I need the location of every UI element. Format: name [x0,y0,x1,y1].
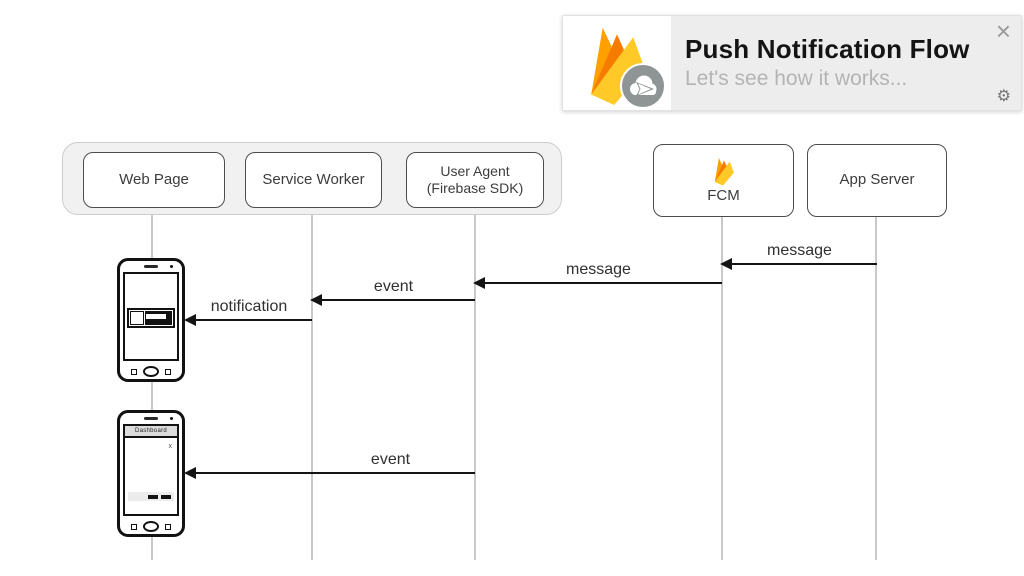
participant-label: Web Page [119,170,189,188]
lifeline-app-server [875,215,877,560]
arrowhead-left-icon [310,294,322,306]
arrowhead-left-icon [184,314,196,326]
notification-text-placeholder [145,311,172,325]
page-title: Push Notification Flow [685,34,970,65]
firebase-flame-icon [591,27,645,106]
participant-app-server: App Server [807,144,947,217]
lifeline-service-worker [311,205,313,560]
dialog-button-row [128,492,174,501]
participant-fcm: FCM [653,144,794,217]
arrow-event-useragent-to-webpage: event [184,451,475,479]
phone-speaker [144,417,158,420]
firebase-flame-small-icon [713,156,735,186]
lifeline-fcm [721,215,723,560]
notification-icon-placeholder [130,311,144,325]
phone-menu-button [165,369,171,375]
dashboard-titlebar: Dashboard [125,426,177,438]
phone-back-button [131,524,137,530]
header-text-panel: Push Notification Flow Let's see how it … [671,16,1021,110]
participant-user-agent: User Agent (Firebase SDK) [406,152,544,208]
lifeline-user-agent [474,205,476,560]
arrow-message-fcm-to-useragent: message [473,261,722,289]
arrowhead-left-icon [720,258,732,270]
phone-back-button [131,369,137,375]
phone-screen: Dashboard x [123,424,179,516]
participant-label: Service Worker [262,170,365,188]
phone-nav-bar [120,366,182,377]
arrow-label: event [370,451,411,468]
firebase-logo-panel [563,16,671,110]
arrow-event-useragent-to-serviceworker: event [310,278,475,306]
arrowhead-left-icon [473,277,485,289]
phone-home-button [143,521,159,532]
notification-banner-graphic [127,308,175,328]
arrow-label: notification [210,298,288,315]
arrowhead-left-icon [184,467,196,479]
arrow-label: message [767,242,832,259]
participant-service-worker: Service Worker [245,152,382,208]
participant-label: FCM [707,186,740,204]
header-card: Push Notification Flow Let's see how it … [562,15,1022,111]
dialog-button [148,494,158,499]
close-icon[interactable]: × [995,16,1011,46]
dialog-button [161,494,171,499]
page-subtitle: Let's see how it works... [685,66,908,90]
phone-notification-illustration [117,258,185,382]
arrow-label: message [566,261,631,278]
dashboard-dialog-graphic: x [128,443,174,501]
phone-menu-button [165,524,171,530]
arrow-message-appserver-to-fcm: message [720,242,877,270]
phone-camera-dot [170,265,173,268]
lifeline-web-page [151,205,153,560]
participant-label-line1: User Agent [440,162,510,179]
phone-camera-dot [170,417,173,420]
phone-home-button [143,366,159,377]
dialog-close-icon: x [168,443,173,450]
participant-label: App Server [839,171,915,189]
arrow-label: event [373,278,414,295]
participant-label-line2: (Firebase SDK) [426,180,524,196]
phone-screen [123,272,179,361]
phone-speaker [144,265,158,268]
gear-icon[interactable]: ⚙ [996,88,1011,105]
phone-dashboard-illustration: Dashboard x [117,410,185,537]
cloud-messaging-badge-icon [620,63,666,109]
participant-web-page: Web Page [83,152,225,208]
arrow-notification-serviceworker-to-webpage: notification [184,298,312,326]
phone-nav-bar [120,521,182,532]
